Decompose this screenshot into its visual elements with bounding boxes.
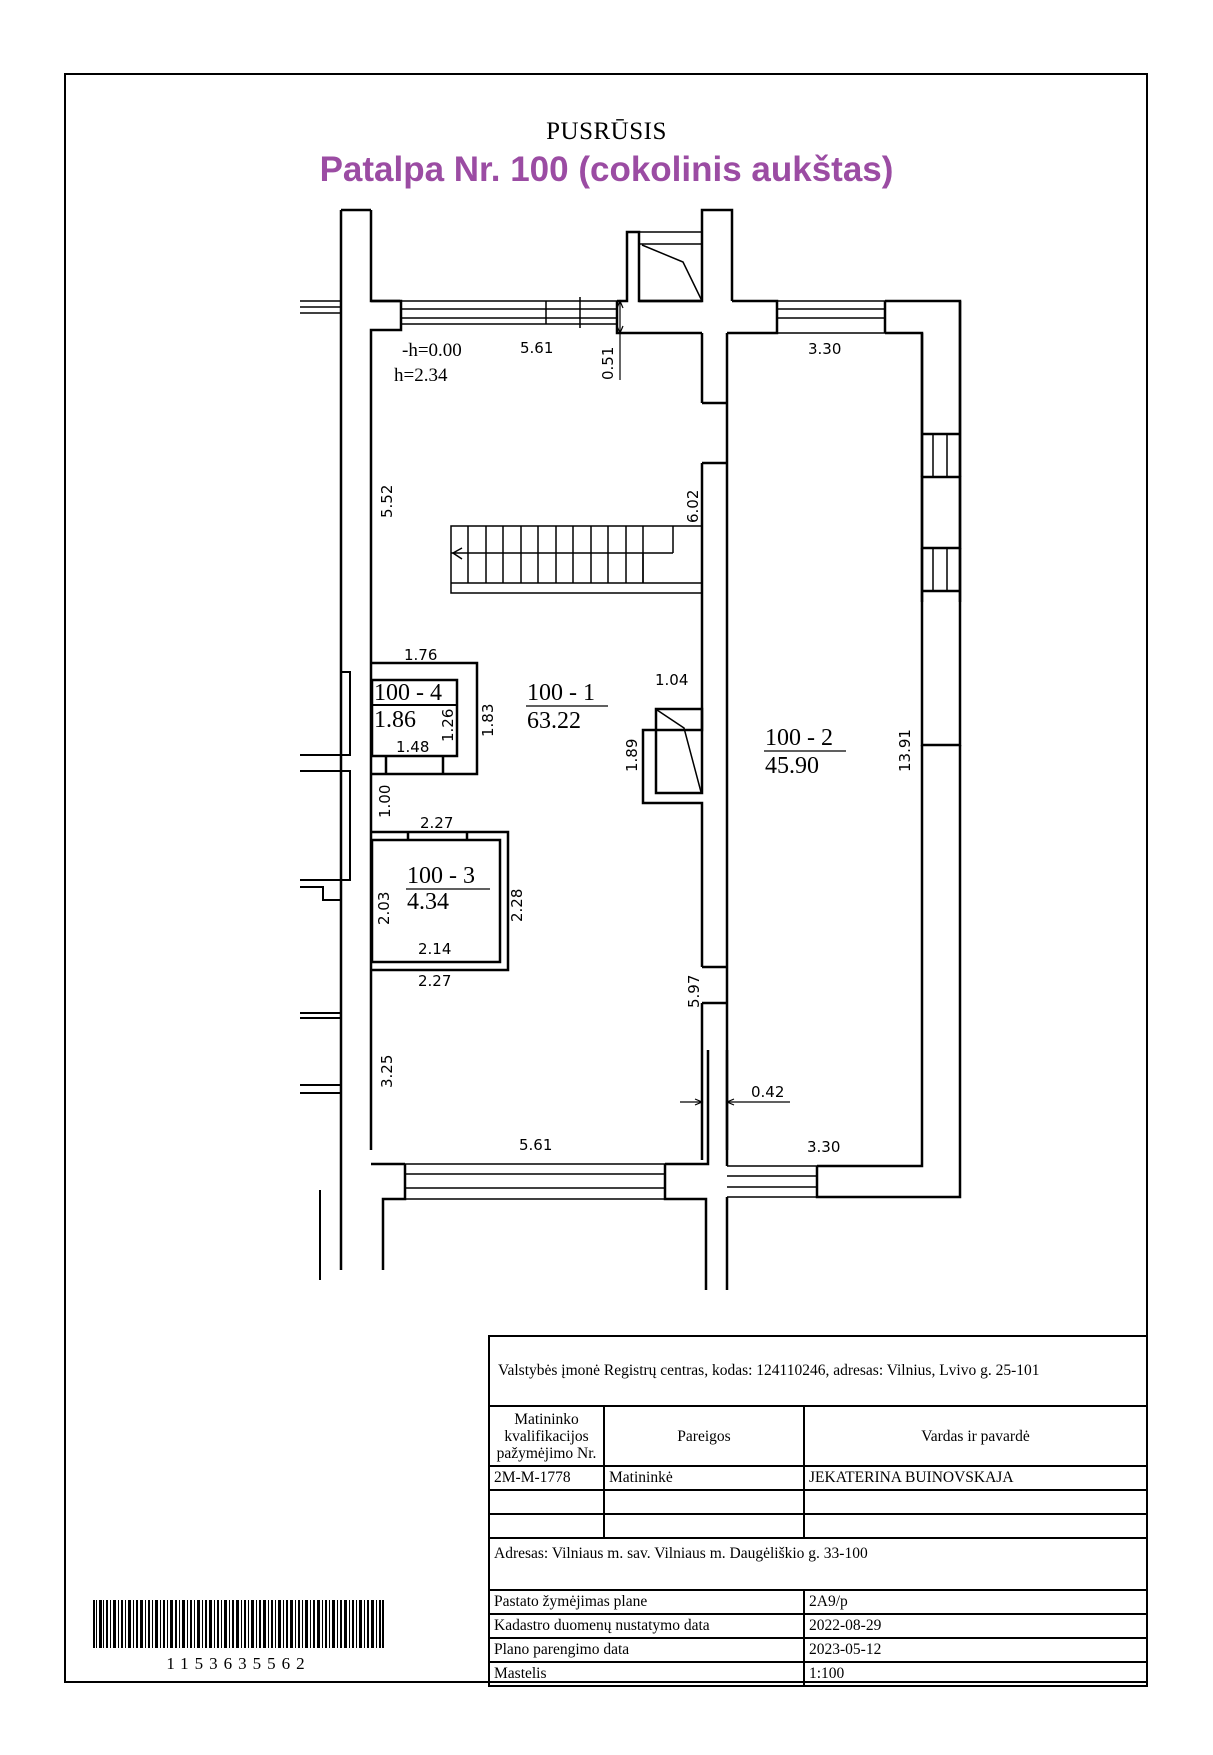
cert-number — [488, 1513, 605, 1539]
info-label: Mastelis — [488, 1661, 805, 1687]
staircase — [450, 525, 703, 594]
dim-r1-left-upper: 5.52 — [378, 485, 396, 518]
room-100-2-area: 45.90 — [765, 753, 819, 779]
room-100-1-id: 100 - 1 — [527, 680, 595, 706]
room-100-4-walls — [370, 661, 479, 776]
dim-r2-top-width: 3.30 — [808, 340, 841, 358]
neighbor-walls — [300, 300, 351, 1280]
dim-r2-height: 13.91 — [896, 729, 914, 772]
premises-title: Patalpa Nr. 100 (cokolinis aukštas) — [319, 150, 894, 189]
organization-info: Valstybės įmonė Registrų centras, kodas:… — [488, 1335, 1148, 1407]
dim-r4-outer-height: 1.83 — [479, 704, 497, 737]
dim-r3-inner-height: 2.03 — [375, 892, 393, 925]
role — [603, 1489, 805, 1515]
dim-r3-outer-top: 2.27 — [420, 814, 453, 832]
surveyor-name — [803, 1489, 1148, 1515]
dim-r4-outer-width: 1.76 — [404, 646, 437, 664]
right-exterior-wall — [777, 299, 962, 747]
floor-plan: -h=0.00 h=2.34 5.61 0.51 3.30 5.52 6.02 … — [300, 208, 962, 1290]
floor-level-heading: PUSRŪSIS — [546, 118, 667, 145]
dim-wall-middle: 0.42 — [751, 1083, 784, 1101]
info-label: Pastato žymėjimas plane — [488, 1589, 805, 1615]
room-100-1-area: 63.22 — [527, 708, 581, 734]
dim-shaft-width: 1.04 — [655, 671, 688, 689]
dim-r1-bottom-width: 5.61 — [519, 1136, 552, 1154]
info-row: Kadastro duomenų nustatymo data 2022-08-… — [488, 1613, 1148, 1639]
column-header-role: Pareigos — [603, 1405, 805, 1467]
room-100-2-id: 100 - 2 — [765, 725, 833, 751]
inner-shaft — [654, 707, 704, 795]
dim-corridor-gap: 1.00 — [376, 785, 394, 818]
dim-r3-inner-width: 2.14 — [418, 940, 451, 958]
dim-r4-inner-height: 1.26 — [439, 709, 457, 742]
barcode-number: 1153635562 — [166, 1654, 311, 1673]
column-header-cert: Matininko kvalifikacijos pažymėjimo Nr. — [488, 1405, 605, 1467]
bottom-walls — [371, 745, 962, 1290]
surveyor-name: JEKATERINA BUINOVSKAJA — [803, 1465, 1148, 1491]
role: Matininkė — [603, 1465, 805, 1491]
dim-r1-right-upper: 6.02 — [684, 490, 702, 523]
room-100-4-area: 1.86 — [374, 707, 416, 733]
dim-r3-outer-height: 2.28 — [508, 889, 526, 922]
surveyor-name — [803, 1513, 1148, 1539]
table-row — [488, 1489, 1148, 1515]
info-row: Mastelis 1:100 — [488, 1661, 1148, 1687]
dim-r1-left-lower: 3.25 — [378, 1055, 396, 1088]
dim-r1-right-lower: 5.97 — [685, 975, 703, 1008]
property-address: Adresas: Vilniaus m. sav. Vilniaus m. Da… — [488, 1537, 1148, 1591]
dim-r4-inner-width: 1.48 — [396, 738, 429, 756]
dim-r1-top-width: 5.61 — [520, 339, 553, 357]
dim-r3-outer-bottom: 2.27 — [418, 972, 451, 990]
dimension-lines — [616, 299, 790, 1106]
dim-r2-bottom-width: 3.30 — [807, 1138, 840, 1156]
room-100-4-id: 100 - 4 — [374, 680, 442, 706]
room-100-3-id: 100 - 3 — [407, 863, 475, 889]
role — [603, 1513, 805, 1539]
column-header-name: Vardas ir pavardė — [803, 1405, 1148, 1467]
info-label: Kadastro duomenų nustatymo data — [488, 1613, 805, 1639]
room-100-3-area: 4.34 — [407, 889, 449, 915]
info-label: Plano parengimo data — [488, 1637, 805, 1663]
info-value: 2A9/p — [803, 1589, 1148, 1615]
dim-shaft-height: 1.89 — [623, 739, 641, 772]
floor-elevation: -h=0.00 — [402, 340, 462, 361]
info-row: Pastato žymėjimas plane 2A9/p — [488, 1589, 1148, 1615]
ceiling-height: h=2.34 — [394, 365, 448, 386]
info-value: 2023-05-12 — [803, 1637, 1148, 1663]
cert-number: 2M-M-1778 — [488, 1465, 605, 1491]
info-value: 2022-08-29 — [803, 1613, 1148, 1639]
top-shaft — [639, 231, 703, 303]
info-value: 1:100 — [803, 1661, 1148, 1687]
info-row: Plano parengimo data 2023-05-12 — [488, 1637, 1148, 1663]
table-row — [488, 1513, 1148, 1539]
room-100-3-walls — [370, 830, 510, 972]
central-wall — [641, 299, 779, 1160]
table-row: 2M-M-1778 Matininkė JEKATERINA BUINOVSKA… — [488, 1465, 1148, 1491]
dim-wall-top: 0.51 — [599, 347, 617, 380]
cert-number — [488, 1489, 605, 1515]
barcode — [93, 1600, 384, 1648]
title-block: Valstybės įmonė Registrų centras, kodas:… — [488, 1335, 1148, 1687]
right-room-wall — [920, 301, 962, 602]
